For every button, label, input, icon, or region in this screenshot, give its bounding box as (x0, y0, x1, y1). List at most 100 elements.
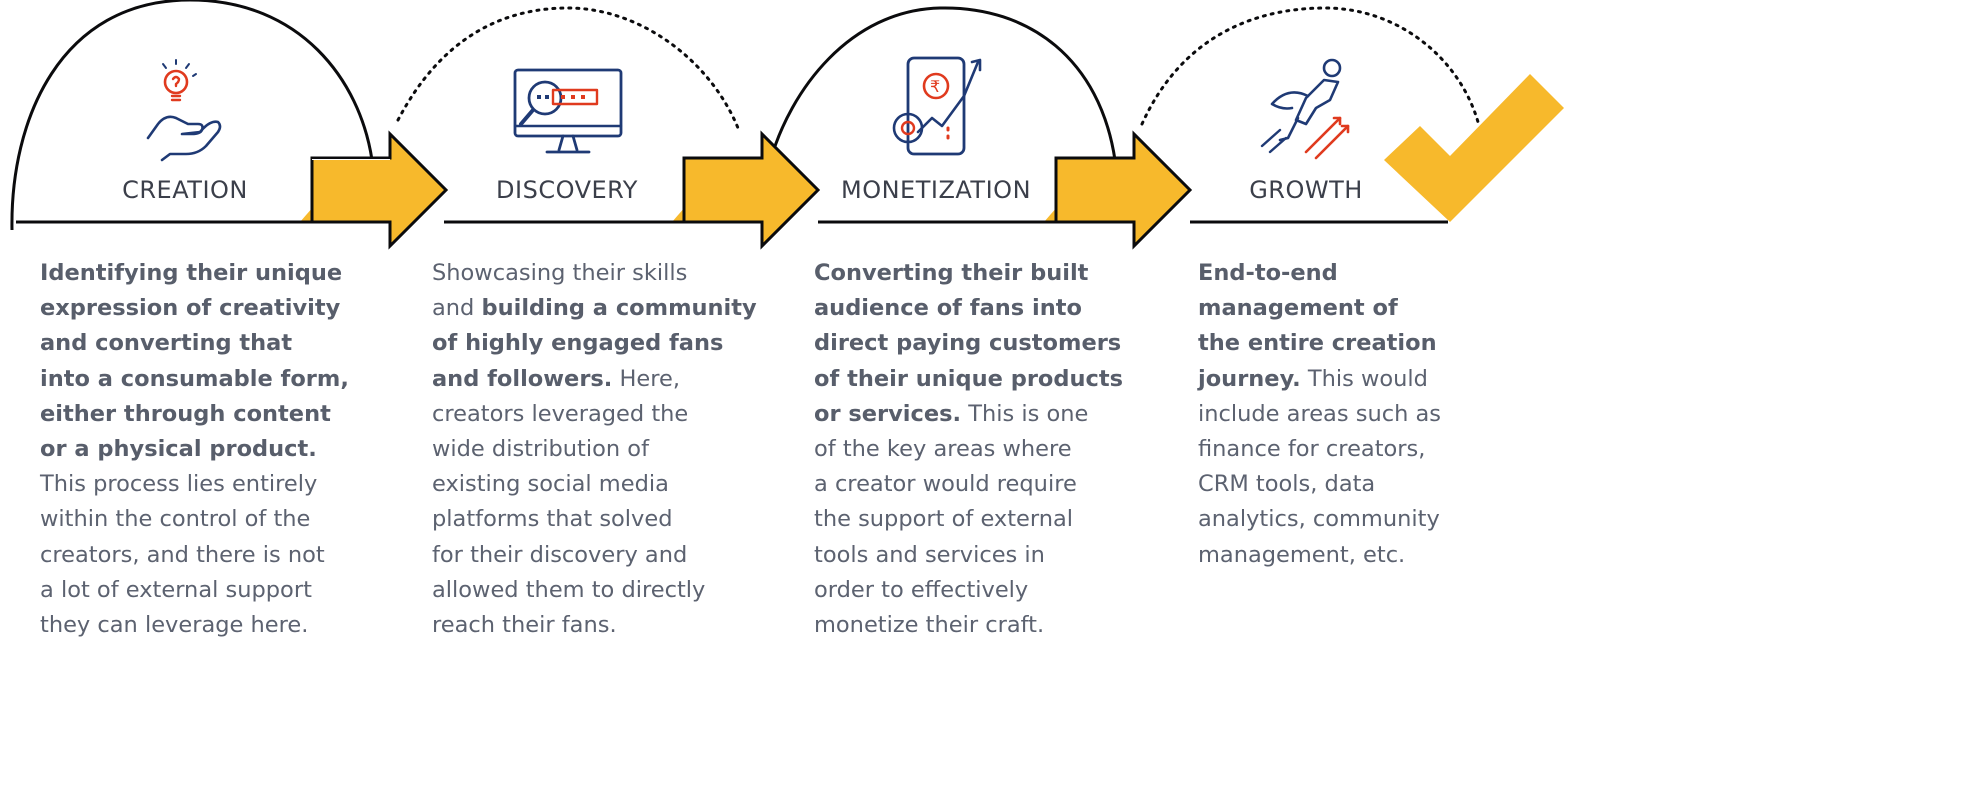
description-line: wide distribution of (432, 432, 752, 467)
description-bold-text: and followers. (432, 365, 613, 392)
description-line: End-to-end (1198, 256, 1518, 291)
stage-description-growth: End-to-end management of the entire creati… (1198, 256, 1518, 573)
description-text: and (432, 295, 482, 322)
description-bold-text: End-to-end (1198, 260, 1338, 286)
arrow-head-3 (1054, 130, 1193, 250)
description-line: creators, and there is not (40, 538, 360, 573)
description-line: Identifying their unique (40, 256, 360, 291)
description-text: within the control of the (40, 506, 311, 533)
description-line: or a physical product. (40, 432, 360, 467)
description-text: reach their fans. (432, 612, 617, 639)
description-line: direct paying customers (814, 326, 1134, 361)
description-line: include areas such as (1198, 397, 1518, 432)
description-bold-text: direct paying customers (814, 330, 1122, 357)
description-line: audience of fans into (814, 291, 1134, 326)
description-text: CRM tools, data (1198, 471, 1376, 498)
description-bold-text: into a consumable form, (40, 365, 349, 392)
description-text: a creator would require (814, 471, 1077, 498)
stage-description-discovery: Showcasing their skills and building a co… (432, 256, 757, 643)
description-bold-text: or services. (814, 400, 962, 427)
arrow-mask-1 (312, 159, 390, 160)
description-bold-text: Identifying their unique (40, 260, 343, 286)
description-text: This process lies entirely (40, 471, 318, 498)
description-text: for their discovery and (432, 541, 688, 568)
stage-label-creation: CREATION (122, 176, 248, 204)
description-text: existing social media (432, 471, 669, 498)
description-line: journey. This would (1198, 362, 1518, 397)
stage-description-monetization: Converting their built audience of fans i… (814, 256, 1134, 643)
description-bold-text: or a physical product. (40, 436, 317, 463)
description-line: creators leveraged the (432, 397, 752, 432)
description-line: tools and services in (814, 538, 1134, 573)
description-line: the entire creation (1198, 326, 1518, 361)
arrow-head-1 (310, 130, 449, 250)
description-text: platforms that solved (432, 506, 673, 533)
description-bold-text: management of (1198, 295, 1398, 322)
description-bold-text: expression of creativity (40, 295, 341, 322)
description-bold-text: of their unique products (814, 365, 1123, 392)
description-line: of the key areas where (814, 432, 1134, 467)
description-line: of their unique products (814, 362, 1134, 397)
description-text: management, etc. (1198, 541, 1406, 568)
lightbulb-hand-icon (146, 59, 222, 162)
description-line: order to effectively (814, 573, 1134, 608)
description-line: a creator would require (814, 467, 1134, 502)
checkmark-icon (1384, 74, 1564, 222)
description-text: analytics, community (1198, 506, 1440, 533)
description-bold-text: building a community (481, 295, 757, 322)
description-line: the support of external (814, 502, 1134, 537)
description-bold-text: either through content (40, 400, 331, 427)
svg-text:₹: ₹ (930, 77, 940, 96)
description-line: Converting their built (814, 256, 1134, 291)
description-bold-text: Converting their built (814, 260, 1089, 286)
description-line: for their discovery and (432, 538, 752, 573)
description-bold-text: the entire creation (1198, 330, 1437, 357)
stage-label-discovery: DISCOVERY (496, 176, 638, 204)
arc-creation (10, 0, 374, 231)
arc-monetization (768, 6, 1117, 163)
description-line: and converting that (40, 326, 360, 361)
description-bold-text: of highly engaged fans (432, 330, 724, 357)
description-line: CRM tools, data (1198, 467, 1518, 502)
description-bold-text: audience of fans into (814, 295, 1082, 322)
superhero-flying-icon (1260, 58, 1350, 160)
description-line: reach their fans. (432, 608, 752, 643)
description-text: This would (1300, 365, 1428, 392)
description-line: allowed them to directly (432, 573, 752, 608)
description-line: they can leverage here. (40, 608, 360, 643)
arrow-head-2 (682, 130, 821, 250)
arc-growth-dotted (1140, 6, 1480, 126)
description-line: management, etc. (1198, 538, 1518, 573)
description-line: and building a community (432, 291, 757, 326)
description-text: order to effectively (814, 576, 1029, 603)
description-text: wide distribution of (432, 436, 649, 463)
description-line: within the control of the (40, 502, 360, 537)
description-line: management of (1198, 291, 1518, 326)
description-text: allowed them to directly (432, 576, 706, 603)
description-line: platforms that solved (432, 502, 752, 537)
description-text: Here, (612, 365, 681, 392)
description-bold-text: and converting that (40, 330, 293, 357)
description-text: they can leverage here. (40, 612, 309, 639)
stage-label-monetization: MONETIZATION (840, 176, 1032, 204)
description-line: a lot of external support (40, 573, 360, 608)
description-line: finance for creators, (1198, 432, 1518, 467)
description-text: include areas such as (1198, 400, 1441, 427)
description-text: a lot of external support (40, 576, 312, 603)
description-bold-text: journey. (1198, 365, 1301, 392)
description-line: expression of creativity (40, 291, 360, 326)
description-line: existing social media (432, 467, 752, 502)
phone-rupee-growth-icon: ₹ (892, 56, 982, 156)
description-text: Showcasing their skills (432, 260, 688, 286)
description-line: analytics, community (1198, 502, 1518, 537)
description-line: Showcasing their skills (432, 256, 752, 291)
description-text: creators, and there is not (40, 541, 325, 568)
description-text: finance for creators, (1198, 436, 1426, 463)
description-line: and followers. Here, (432, 362, 752, 397)
description-line: into a consumable form, (40, 362, 360, 397)
description-line: or services. This is one (814, 397, 1134, 432)
description-line: either through content (40, 397, 360, 432)
description-text: This is one (961, 400, 1089, 427)
description-line: This process lies entirely (40, 467, 360, 502)
